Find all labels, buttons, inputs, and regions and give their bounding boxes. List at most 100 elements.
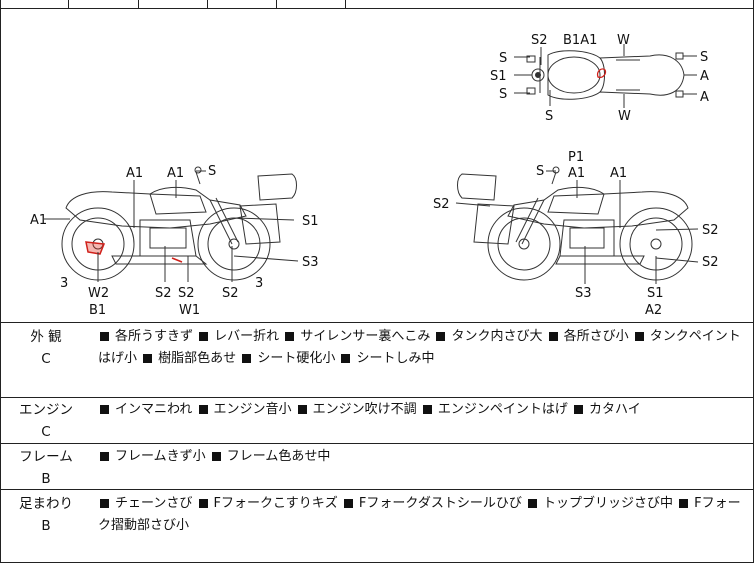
finding-item: 樹脂部色あせ [158,351,237,366]
finding-item: Fフォークこすりキズ [213,496,338,511]
finding-item: レバー折れ [214,329,280,344]
grade: C [41,424,51,440]
finding-item: タンクペイントはげ小 [98,329,741,366]
finding-item: トップブリッジさび中 [542,496,673,511]
svg-text:A1: A1 [126,166,143,181]
svg-text:A2: A2 [645,303,662,318]
bullet-square-icon [343,498,353,508]
findings-list: インマニわれ エンジン音小 エンジン吹け不調 エンジンペイントはげ カタハイ [98,399,746,421]
svg-text:S1: S1 [647,286,664,301]
finding-item: シートしみ中 [356,351,435,366]
grade: B [41,518,51,534]
bullet-square-icon [548,331,558,341]
finding-item: シート硬化小 [257,351,336,366]
bullet-square-icon [297,404,307,414]
svg-text:3: 3 [60,276,68,291]
bullet-square-icon [679,498,689,508]
svg-text:3: 3 [255,276,263,291]
svg-text:W1: W1 [179,303,200,318]
finding-item: タンク内さび大 [451,329,543,344]
top-table-strip [0,0,754,9]
svg-text:S: S [208,164,216,179]
svg-text:S2: S2 [702,223,719,238]
finding-item: Fフォークダストシールひび [358,496,522,511]
svg-text:A1: A1 [610,166,627,181]
damage-mark-top [596,68,607,79]
left-view-labels: A1 A1 S A1 S1 S3 3 3 W2 B1 S2 S2 W1 S2 [30,164,319,318]
bullet-square-icon [527,498,537,508]
bullet-square-icon [100,404,109,414]
svg-text:A1: A1 [167,166,184,181]
svg-text:S1: S1 [302,214,319,229]
bullet-square-icon [143,353,153,363]
label: A [700,90,709,105]
finding-item: インマニわれ [115,402,193,417]
bullet-square-icon [100,498,109,508]
label: B1A1 [563,33,597,48]
svg-text:S2: S2 [178,286,195,301]
damage-mark-left-1 [85,241,106,255]
svg-text:S3: S3 [302,255,319,270]
bullet-square-icon [573,404,583,414]
finding-item: チェーンさび [115,496,193,511]
bullet-square-icon [634,331,644,341]
svg-text:A1: A1 [30,213,47,228]
bullet-square-icon [100,451,109,461]
svg-text:S2: S2 [222,286,239,301]
svg-text:P1: P1 [568,150,584,165]
svg-text:S: S [536,164,544,179]
left-view-bike [61,166,297,281]
bullet-square-icon [198,404,208,414]
right-view-bike [457,166,693,281]
finding-item: 各所うすきず [115,329,194,344]
label: W [618,109,631,124]
label: S [499,51,507,66]
bullet-square-icon [242,353,252,363]
grade: B [41,471,51,487]
damage-mark-left-2 [171,257,183,263]
grade: C [41,351,51,367]
top-view-labels: S2 B1A1 W S S1 S S W S A A [490,33,709,124]
label: S [499,87,507,102]
right-view-labels: P1 S A1 A1 S2 S2 S2 S3 S1 A2 [433,150,719,318]
bullet-square-icon [285,331,295,341]
finding-item: エンジンペイントはげ [437,402,568,417]
bullet-square-icon [422,404,432,414]
findings-list: 各所うすきず レバー折れ サイレンサー裏へこみ タンク内さび大 各所さび小 タン… [98,326,746,370]
svg-text:S2: S2 [155,286,172,301]
svg-text:B1: B1 [89,303,106,318]
label: S2 [531,33,548,48]
bullet-square-icon [436,331,446,341]
label: S1 [490,69,507,84]
bullet-square-icon [199,331,209,341]
finding-item: フレームきず小 [115,449,206,464]
bullet-square-icon [198,498,208,508]
finding-item: フレーム色あせ中 [226,449,331,464]
damage-diagram-panel: S2 B1A1 W S S1 S S W S A A A1 A1 S A1 S1… [0,8,754,323]
finding-item: 各所さび小 [563,329,629,344]
svg-text:A1: A1 [568,166,585,181]
bullet-square-icon [211,451,221,461]
finding-item: サイレンサー裏へこみ [300,329,431,344]
finding-item: エンジン吹け不調 [312,402,417,417]
label: S [700,50,708,65]
svg-text:S2: S2 [702,255,719,270]
finding-item: カタハイ [588,402,641,417]
findings-list: チェーンさび Fフォークこすりキズ Fフォークダストシールひび トップブリッジさ… [98,493,746,537]
bullet-square-icon [341,353,351,363]
finding-item: エンジン音小 [213,402,292,417]
top-view-bike [514,44,697,108]
label: S [545,109,553,124]
motorcycle-diagram: S2 B1A1 W S S1 S S W S A A A1 A1 S A1 S1… [30,33,719,318]
svg-text:S3: S3 [575,286,592,301]
label: W [617,33,630,48]
svg-text:W2: W2 [88,286,109,301]
